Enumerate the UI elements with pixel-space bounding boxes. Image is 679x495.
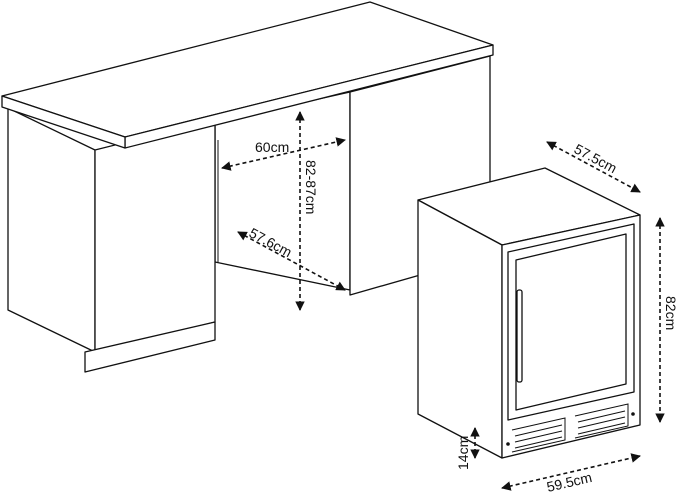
unit-depth-line <box>546 141 641 193</box>
left-cabinet-plinth <box>84 321 216 373</box>
unit-depth-label: 57.5cm <box>572 141 620 177</box>
cooler-glass <box>515 233 627 411</box>
unit-width-label: 59.5cm <box>545 469 593 495</box>
niche-width-line <box>221 137 346 171</box>
cooler-side <box>417 199 503 459</box>
unit-width-line <box>501 453 641 491</box>
left-cabinet-front <box>94 119 216 353</box>
plinth-height-label: 14cm <box>455 436 471 470</box>
niche-depth-line <box>237 231 346 291</box>
niche-width-label: 60cm <box>255 139 289 155</box>
left-cabinet-side <box>7 107 96 353</box>
door-handle <box>516 289 523 383</box>
wine-cooler <box>417 167 641 459</box>
vent-grille <box>506 403 635 453</box>
countertop-side <box>1 95 126 149</box>
niche-height-label: 82-87cm <box>303 160 319 214</box>
unit-height-label: 82cm <box>663 296 679 330</box>
niche-back-wall <box>214 91 351 291</box>
